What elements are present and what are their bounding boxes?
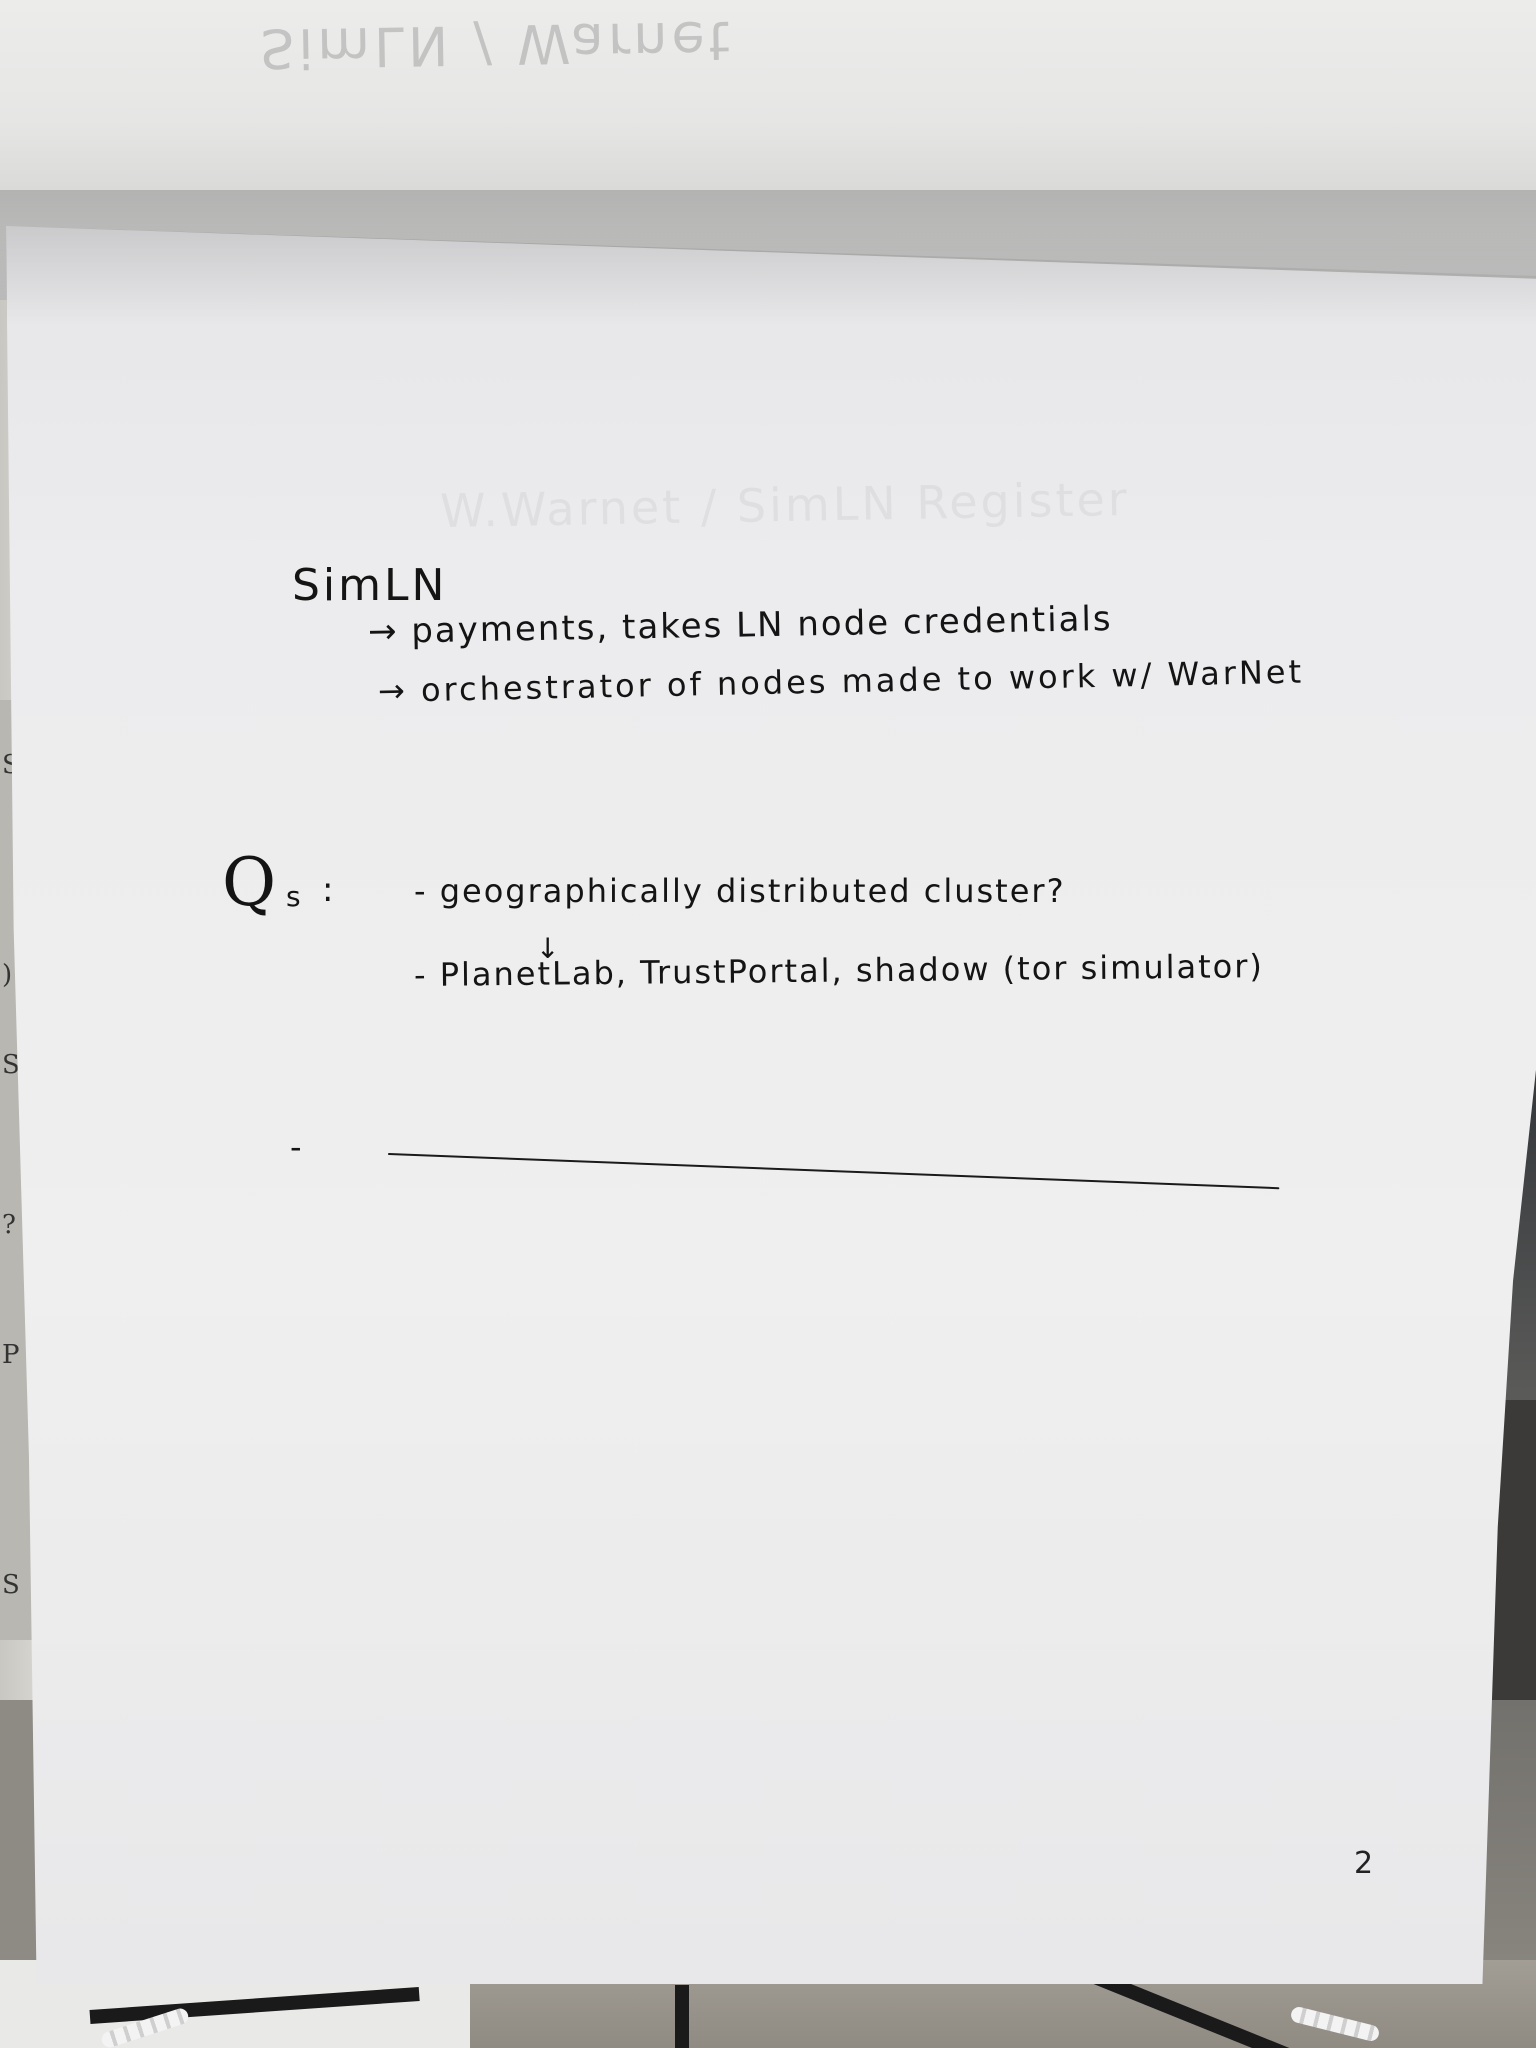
easel-leg-center — [675, 1985, 689, 2048]
questions-label-sub: s — [286, 880, 301, 913]
question-item-1: - geographically distributed cluster? — [414, 872, 1066, 910]
down-arrow-icon: ↓ — [536, 932, 560, 965]
questions-label: Q — [222, 844, 277, 921]
bleed-through-text: SimLN / Warnet — [259, 8, 735, 80]
blank-item-dash: - — [290, 1128, 302, 1166]
flipchart-sheet — [6, 226, 1536, 1984]
page-number: 2 — [1354, 1846, 1374, 1881]
note-title: SimLN — [292, 560, 448, 611]
questions-colon: : — [322, 870, 334, 910]
